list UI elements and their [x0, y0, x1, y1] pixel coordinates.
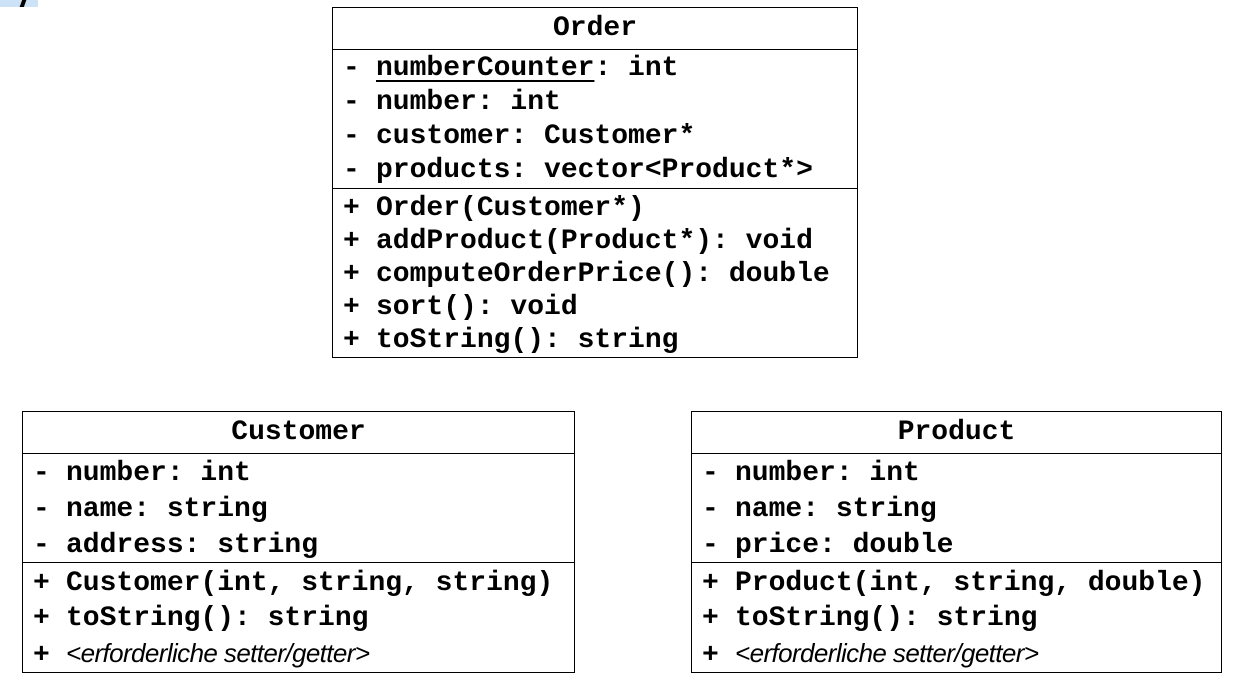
attribute-row: -number: int	[33, 456, 564, 492]
method-row: + addProduct(Product*): void	[343, 225, 847, 258]
attribute-text: price: double	[735, 530, 954, 561]
attribute-row: -name: string	[33, 492, 564, 528]
visibility-marker: +	[343, 292, 360, 323]
visibility-marker: -	[343, 121, 360, 152]
attribute-text: customer: Customer*	[376, 121, 696, 152]
method-row: + Customer(int, string, string)	[33, 566, 564, 601]
visibility-marker: -	[33, 494, 50, 525]
attribute-text: name: string	[66, 494, 268, 525]
customer-methods-compartment: + Customer(int, string, string) + toString…	[23, 563, 574, 672]
method-row: + <erforderliche setter/getter>	[33, 636, 564, 672]
class-title-customer: Customer	[23, 412, 574, 454]
class-box-customer: Customer -number: int -name: string -add…	[22, 411, 575, 673]
attribute-row: -number: int	[343, 86, 847, 120]
attribute-text: : int	[594, 53, 679, 84]
method-text: sort(): void	[376, 292, 578, 323]
attribute-text: number: int	[376, 87, 561, 118]
method-text: toString(): string	[66, 603, 369, 634]
method-row: + toString(): string	[33, 601, 564, 636]
method-row: + computeOrderPrice(): double	[343, 258, 847, 291]
attribute-row: -address: string	[33, 528, 564, 562]
attribute-text: number: int	[66, 458, 251, 489]
visibility-marker: -	[343, 53, 360, 84]
placeholder-method-text: <erforderliche setter/getter>	[735, 638, 1039, 668]
placeholder-method-text: <erforderliche setter/getter>	[66, 638, 370, 668]
visibility-marker: +	[702, 603, 719, 634]
attribute-text: number: int	[735, 458, 920, 489]
attribute-row: -products: vector<Product*>	[343, 154, 847, 188]
method-row: + Order(Customer*)	[343, 192, 847, 225]
attribute-row: -price: double	[702, 528, 1211, 562]
method-row: + toString(): string	[343, 324, 847, 357]
visibility-marker: +	[343, 226, 360, 257]
class-box-order: Order -numberCounter: int -number: int -…	[332, 7, 858, 358]
visibility-marker: +	[343, 259, 360, 290]
method-text: toString(): string	[376, 325, 679, 356]
attribute-row: -numberCounter: int	[343, 52, 847, 86]
class-title-product: Product	[692, 412, 1221, 454]
product-attributes-compartment: -number: int -name: string -price: doubl…	[692, 454, 1221, 563]
visibility-marker: -	[33, 458, 50, 489]
attribute-text: name: string	[735, 494, 937, 525]
attribute-text: address: string	[66, 530, 319, 561]
visibility-marker: -	[702, 530, 719, 561]
visibility-marker: -	[702, 494, 719, 525]
attribute-text: products: vector<Product*>	[376, 155, 813, 186]
visibility-marker: -	[343, 155, 360, 186]
class-title-order: Order	[333, 8, 857, 50]
method-text: computeOrderPrice(): double	[376, 259, 830, 290]
method-text: Product(int, string, double)	[735, 568, 1206, 599]
attribute-row: -customer: Customer*	[343, 120, 847, 154]
visibility-marker: +	[343, 193, 360, 224]
product-methods-compartment: + Product(int, string, double) + toString(…	[692, 563, 1221, 672]
method-text: addProduct(Product*): void	[376, 226, 813, 257]
order-methods-compartment: + Order(Customer*) + addProduct(Product*):…	[333, 189, 857, 357]
static-attribute-name: numberCounter	[376, 53, 595, 84]
glyph-fragment	[18, 0, 28, 7]
selection-highlight-fragment	[0, 0, 38, 7]
visibility-marker: +	[33, 568, 50, 599]
visibility-marker: +	[702, 568, 719, 599]
method-text: Order(Customer*)	[376, 193, 645, 224]
method-row: + toString(): string	[702, 601, 1211, 636]
method-row: + Product(int, string, double)	[702, 566, 1211, 601]
visibility-marker: +	[343, 325, 360, 356]
visibility-marker: +	[702, 640, 719, 671]
visibility-marker: +	[33, 603, 50, 634]
attribute-row: -number: int	[702, 456, 1211, 492]
visibility-marker: -	[343, 87, 360, 118]
method-text: Customer(int, string, string)	[66, 568, 554, 599]
order-attributes-compartment: -numberCounter: int -number: int -custom…	[333, 50, 857, 189]
method-row: + sort(): void	[343, 291, 847, 324]
visibility-marker: +	[33, 640, 50, 671]
method-row: + <erforderliche setter/getter>	[702, 636, 1211, 672]
attribute-row: -name: string	[702, 492, 1211, 528]
visibility-marker: -	[33, 530, 50, 561]
customer-attributes-compartment: -number: int -name: string -address: str…	[23, 454, 574, 563]
visibility-marker: -	[702, 458, 719, 489]
method-text: toString(): string	[735, 603, 1038, 634]
class-box-product: Product -number: int -name: string -pric…	[691, 411, 1222, 673]
